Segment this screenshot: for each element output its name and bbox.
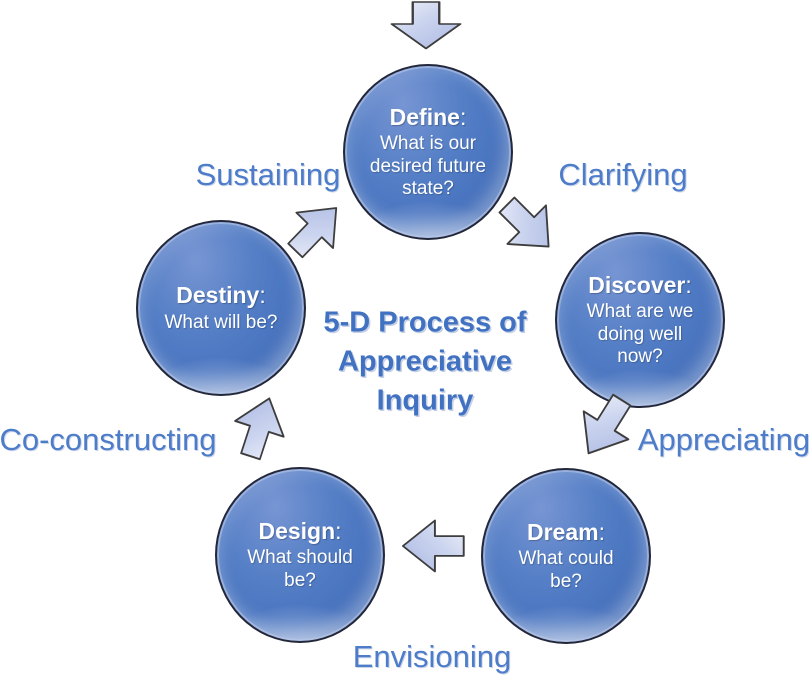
diagram-title: 5-D Process of Appreciative Inquiry [275, 303, 575, 420]
stage-circle-destiny: Destiny: What will be? [136, 220, 306, 396]
diagram-title-line3: Inquiry [376, 384, 474, 417]
transition-label-sustaining: Sustaining [195, 157, 341, 192]
stage-name-design: Design: [258, 517, 342, 544]
stage-circle-define: Define: What is our desired future state… [343, 64, 513, 240]
transition-label-envisioning: Envisioning [352, 639, 512, 674]
stage-question-discover: What are we doing well now? [586, 301, 694, 367]
stage-name-discover: Discover: [588, 271, 692, 298]
arrow-define-to-discover-icon [484, 182, 572, 270]
transition-label-appreciating: Appreciating [637, 422, 810, 457]
stage-question-design: What should be? [247, 547, 353, 591]
transition-label-co-constructing: Co-constructing [0, 422, 217, 457]
stage-question-destiny: What will be? [164, 311, 278, 333]
stage-name-define: Define: [389, 103, 467, 130]
stage-name-dream: Dream: [527, 518, 605, 545]
stage-name-destiny: Destiny: [176, 282, 266, 308]
diagram-title-line1: 5-D Process of [323, 306, 527, 339]
stage-circle-discover: Discover: What are we doing well now? [555, 232, 725, 408]
arrow-discover-to-dream-icon [562, 383, 648, 471]
arrow-dream-to-design-icon [401, 517, 465, 575]
arrow-design-to-destiny-icon [223, 388, 298, 467]
stage-circle-dream: Dream: What could be? [481, 468, 651, 644]
stage-question-dream: What could be? [518, 548, 614, 592]
transition-label-clarifying: Clarifying [558, 157, 688, 192]
stage-question-define: What is our desired future state? [369, 133, 487, 199]
arrow-destiny-to-define-icon [274, 187, 359, 272]
cycle-entry-down-arrow-icon [387, 1, 465, 50]
diagram-title-line2: Appreciative [337, 345, 513, 378]
stage-circle-design: Design: What should be? [215, 467, 385, 643]
